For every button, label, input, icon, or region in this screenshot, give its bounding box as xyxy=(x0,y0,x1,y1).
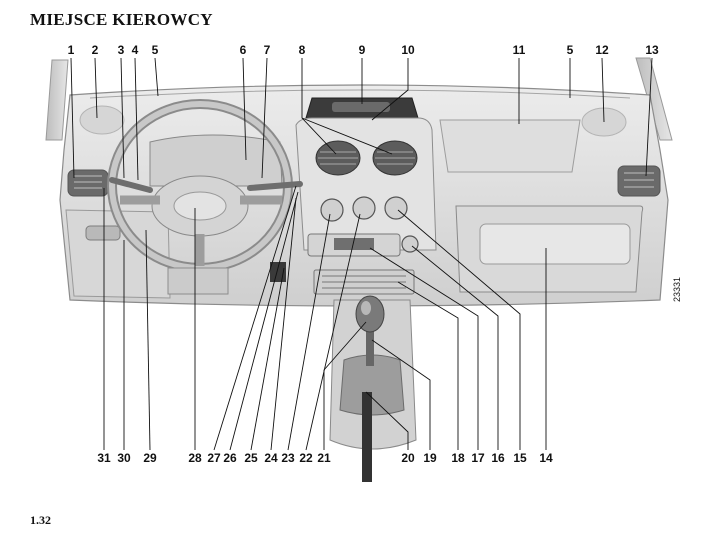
callout-label: 11 xyxy=(513,43,526,57)
callout-label: 9 xyxy=(359,43,366,57)
callout-label: 3 xyxy=(118,43,125,57)
callout-label: 14 xyxy=(539,451,553,465)
callout-label: 7 xyxy=(264,43,271,57)
callout-label: 1 xyxy=(68,43,75,57)
callout-label: 4 xyxy=(132,43,139,57)
callout-label: 2 xyxy=(92,43,99,57)
callout-label: 25 xyxy=(244,451,258,465)
callout-label: 28 xyxy=(188,451,202,465)
callout-label: 18 xyxy=(451,451,465,465)
callout-label: 8 xyxy=(299,43,306,57)
callout-label: 15 xyxy=(513,451,527,465)
callout-label: 13 xyxy=(645,43,659,57)
callout-label: 26 xyxy=(223,451,237,465)
callout-label: 23 xyxy=(281,451,295,465)
page-title: MIEJSCE KIEROWCY xyxy=(30,10,213,29)
callout-label: 17 xyxy=(471,451,485,465)
callout-label: 21 xyxy=(317,451,331,465)
callout-label: 31 xyxy=(97,451,111,465)
callout-label: 5 xyxy=(152,43,159,57)
callout-label: 19 xyxy=(423,451,437,465)
callout-label: 6 xyxy=(240,43,247,57)
callout-label: 20 xyxy=(401,451,415,465)
figure-code: 23331 xyxy=(672,276,682,302)
callout-label: 16 xyxy=(491,451,505,465)
callout-label: 22 xyxy=(299,451,313,465)
callout-label: 27 xyxy=(207,451,221,465)
callout-label: 12 xyxy=(595,43,609,57)
callout-label: 5 xyxy=(567,43,574,57)
callout-label: 29 xyxy=(143,451,157,465)
callout-label: 10 xyxy=(401,43,415,57)
page-number: 1.32 xyxy=(30,513,51,527)
callout-label: 30 xyxy=(117,451,131,465)
callout-label: 24 xyxy=(264,451,278,465)
